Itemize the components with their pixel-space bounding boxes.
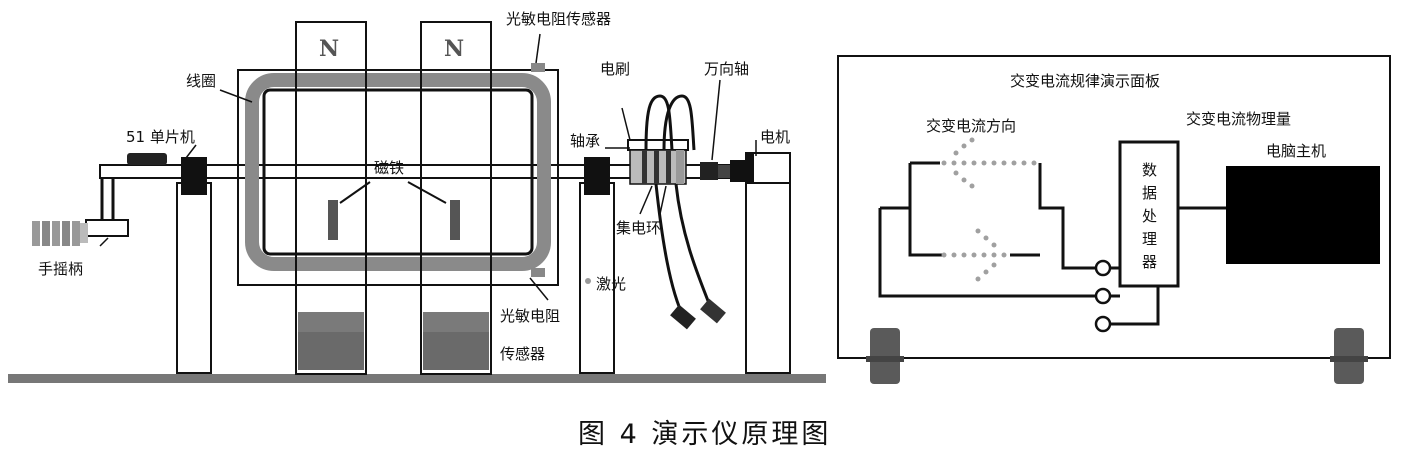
slip-ring-label: 集电环: [616, 219, 661, 237]
hand-crank: [32, 178, 129, 246]
photo-sensor-top-label: 光敏电阻传感器: [506, 10, 611, 28]
brush-wires: [644, 94, 716, 319]
universal-joint: [700, 160, 746, 182]
photo-sensor-bottom-label-1: 光敏电阻: [500, 307, 560, 325]
photo-sensor-top: [531, 63, 545, 72]
direction-dots-upper: [941, 137, 1037, 189]
right-support-pillar: [579, 157, 615, 374]
laser-label: 激光: [596, 275, 626, 293]
processor-char-1: 数: [1142, 161, 1157, 179]
direction-dots-lower: [941, 228, 1007, 282]
slip-ring: [627, 139, 689, 185]
computer-label: 电脑主机: [1266, 142, 1326, 160]
motor-label: 电机: [760, 128, 790, 146]
magnet-label: 磁铁: [374, 159, 404, 177]
terminal-1: [1094, 259, 1112, 277]
panel-title: 交变电流规律演示面板: [1010, 72, 1160, 90]
demo-panel: 交变电流规律演示面板 交变电流方向 交变电流物理量 电脑主机: [837, 55, 1391, 384]
mcu-label: 51 单片机: [126, 128, 195, 146]
photo-sensor-bottom: [531, 268, 545, 277]
terminal-3: [1094, 315, 1112, 333]
left-support-pillar: [176, 157, 212, 374]
photo-sensor-bottom-label-2: 传感器: [500, 345, 545, 363]
quantity-label: 交变电流物理量: [1186, 110, 1291, 128]
direction-label: 交变电流方向: [926, 117, 1016, 135]
processor-char-3: 处: [1142, 207, 1157, 225]
processor-char-4: 理: [1142, 230, 1157, 248]
figure-caption: 图 4 演示仪原理图: [578, 419, 831, 450]
mcu-chip: [127, 153, 167, 165]
computer-box: [1226, 166, 1380, 264]
brush-plugs: [670, 298, 726, 330]
hand-crank-label: 手摇柄: [38, 260, 83, 278]
pole-right-label: N: [444, 36, 464, 62]
magnet-right: [420, 21, 492, 375]
coil-label: 线圈: [186, 72, 216, 90]
laser-dot: [585, 278, 591, 284]
processor-char-5: 器: [1142, 253, 1157, 271]
pole-left-label: N: [319, 36, 339, 62]
apparatus: N N: [8, 10, 826, 383]
universal-joint-label: 万向轴: [704, 60, 749, 78]
magnet-left: [295, 21, 367, 375]
coil-frame: [237, 69, 559, 286]
motor: [745, 152, 791, 374]
processor-char-2: 据: [1142, 184, 1157, 202]
data-processor: [1118, 140, 1180, 288]
coil: [245, 73, 551, 271]
terminal-2: [1094, 287, 1112, 305]
brush-label: 电刷: [600, 60, 630, 78]
ground-base: [8, 374, 826, 383]
panel-circuit: [878, 161, 1226, 326]
bearing-label: 轴承: [570, 132, 600, 150]
